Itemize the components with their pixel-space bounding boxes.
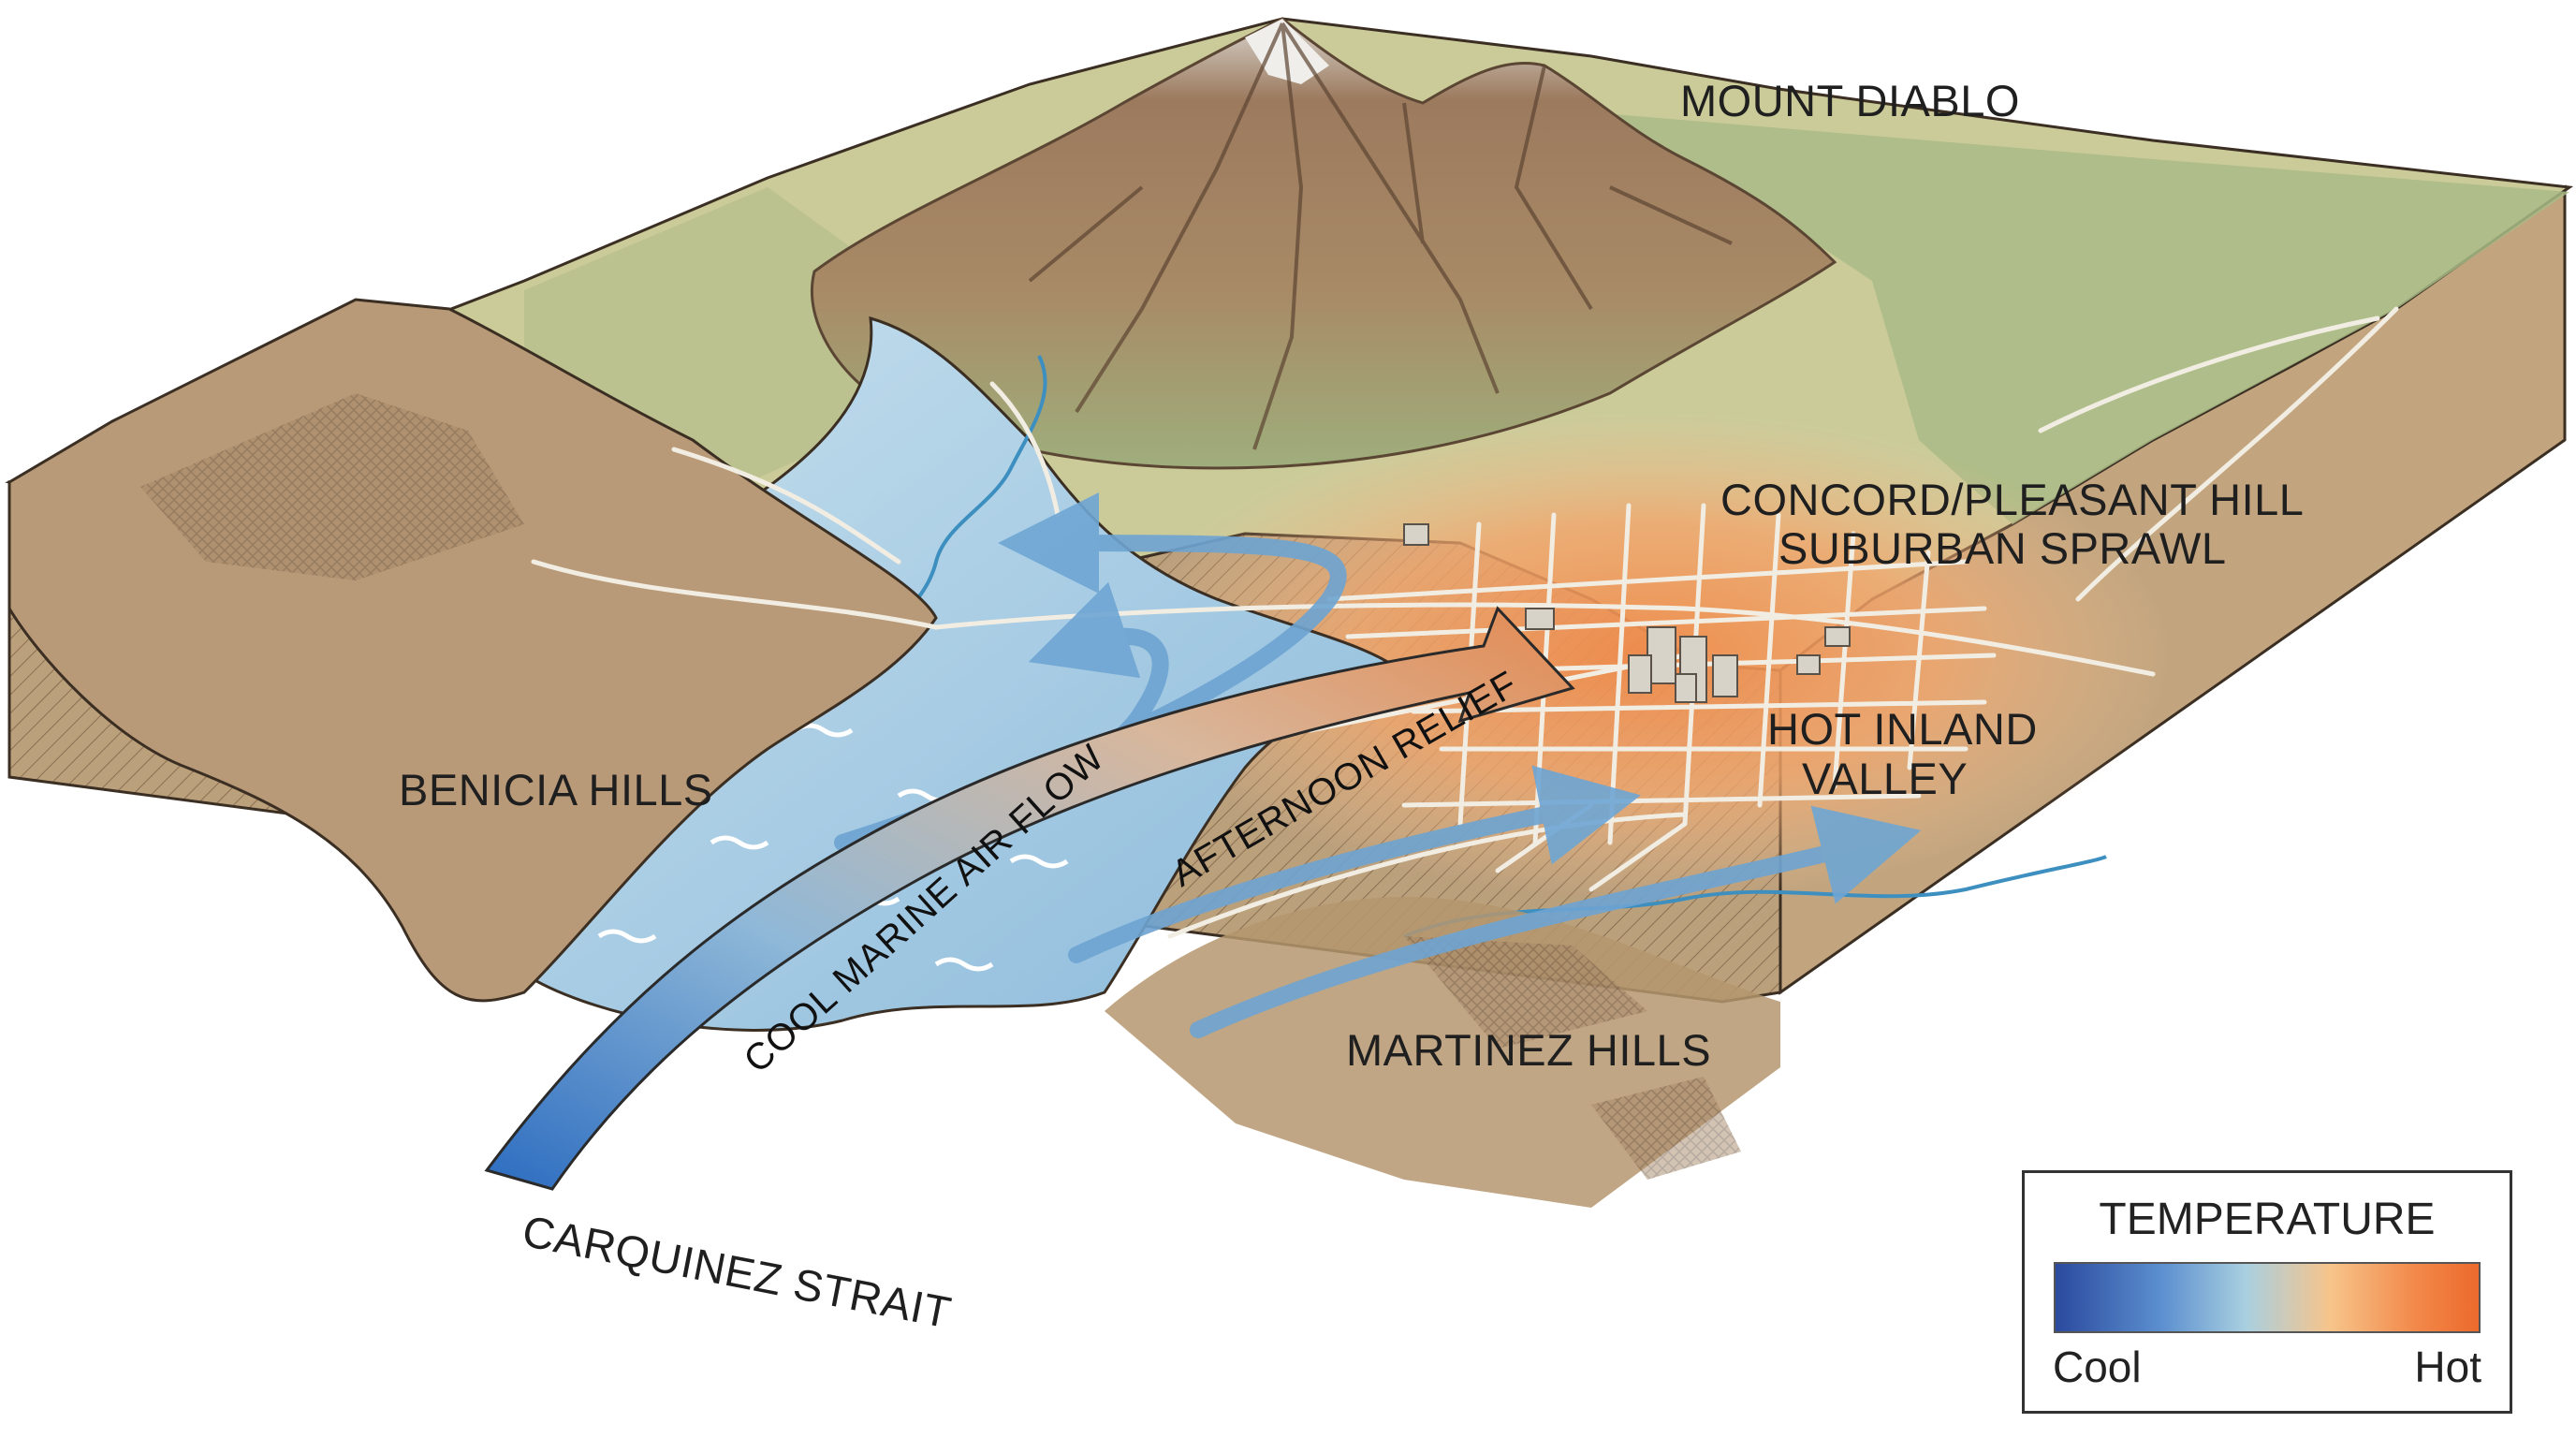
flow-arrow-3 <box>1068 765 1641 963</box>
main-arrow-shape <box>484 606 1575 1191</box>
temperature-legend: TEMPERATURE Cool Hot <box>2022 1170 2512 1414</box>
label-mount-diablo: MOUNT DIABLO <box>1680 76 2020 125</box>
mountain-body <box>811 17 1837 470</box>
legend-hot-label: Hot <box>2414 1343 2481 1391</box>
martinez-hills <box>1105 897 1780 1208</box>
label-concord-2: SUBURBAN SPRAWL <box>1778 523 2226 573</box>
legend-cool-label: Cool <box>2053 1343 2142 1391</box>
road-north <box>671 306 2399 602</box>
label-hot-valley-1: HOT INLAND <box>1767 704 2038 754</box>
legend-title: TEMPERATURE <box>2099 1195 2436 1244</box>
inland-creek <box>1403 855 2107 938</box>
mount-diablo <box>811 17 1837 470</box>
building <box>1712 654 1738 697</box>
building <box>1824 626 1851 647</box>
building <box>1403 523 1429 546</box>
road-main <box>531 559 2156 677</box>
building <box>1796 654 1821 675</box>
label-hot-valley-2: VALLEY <box>1802 754 1968 803</box>
martinez-hatch <box>1404 936 1741 1180</box>
buildings <box>1403 523 1851 703</box>
label-carquinez-strait: CARQUINEZ STRAIT <box>519 1206 956 1338</box>
green-plain-right <box>1591 112 2569 524</box>
benicia-hills <box>7 298 938 1003</box>
legend-gradient-bar <box>2054 1262 2481 1333</box>
building <box>1525 608 1555 630</box>
building <box>1675 673 1697 703</box>
roads <box>531 306 2399 939</box>
mountain-ridges <box>1028 22 1733 450</box>
flow-arrow-4 <box>1190 805 1922 1038</box>
label-martinez-hills: MARTINEZ HILLS <box>1346 1025 1711 1075</box>
label-concord-1: CONCORD/PLEASANT HILL <box>1720 475 2304 524</box>
label-benicia-hills: BENICIA HILLS <box>399 765 713 814</box>
benicia-hatch <box>140 393 524 580</box>
main-flow-arrow <box>484 606 1575 1191</box>
building <box>1628 654 1652 694</box>
